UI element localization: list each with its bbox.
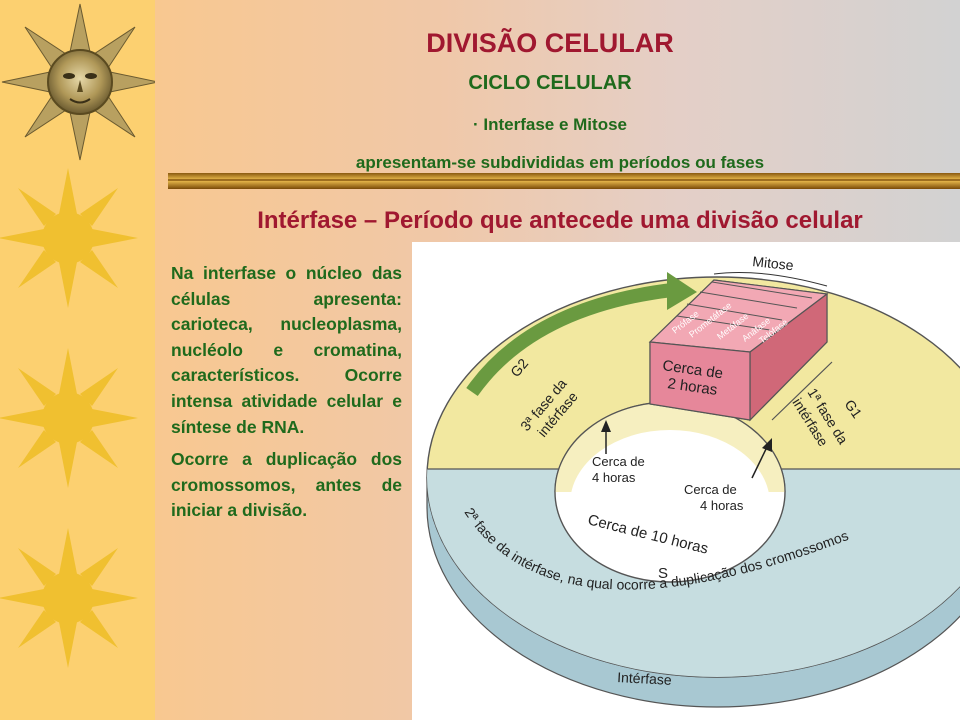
g2-time-1: Cerca de	[592, 454, 645, 469]
description-text: Na interfase o núcleo das células aprese…	[171, 261, 402, 531]
section-heading: Intérfase – Período que antecede uma div…	[257, 207, 863, 234]
s-label: S	[658, 565, 668, 582]
mitose-time-2: 2 horas	[666, 375, 718, 399]
sun-face-icon	[1, 3, 155, 161]
bullet-line: · Interfase e Mitose	[473, 115, 627, 134]
paragraph-duplication: Ocorre a duplicação dos cromossomos, ant…	[171, 449, 402, 521]
slide-subtitle: CICLO CELULAR	[468, 72, 632, 94]
cell-cycle-svg: Mitose Prófase Prometáfase Metáfase Anáf…	[426, 253, 960, 708]
sun-column	[0, 3, 155, 668]
paragraph-interphase: Na interfase o núcleo das células aprese…	[171, 263, 402, 437]
sun-icon	[0, 528, 138, 668]
interfase-label: Intérfase	[617, 669, 672, 688]
cell-cycle-diagram: Mitose Prófase Prometáfase Metáfase Anáf…	[412, 242, 960, 720]
bullet-note: apresentam-se subdivididas em períodos o…	[355, 153, 765, 172]
sun-icon	[0, 168, 138, 308]
divider-bar	[168, 173, 960, 189]
g1-time-2: 4 horas	[700, 498, 744, 513]
mitose-label: Mitose	[752, 253, 795, 273]
mitose-box	[648, 279, 829, 422]
decorative-sun-band	[0, 0, 155, 720]
g1-time-1: Cerca de	[684, 482, 737, 497]
slide-title: DIVISÃO CELULAR	[426, 28, 674, 58]
g2-time-2: 4 horas	[592, 470, 636, 485]
sun-icon	[0, 348, 138, 488]
green-arrow-icon	[466, 283, 673, 397]
